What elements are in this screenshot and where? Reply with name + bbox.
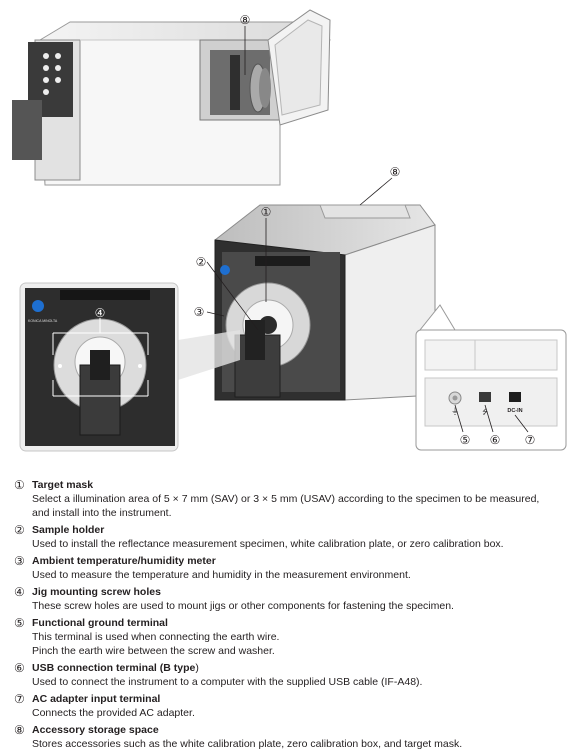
legend-description: Connects the provided AC adapter. [32, 707, 195, 719]
device-top-view: ⑧ [12, 9, 331, 186]
legend-item-temp-humidity-meter: ③ Ambient temperature/humidity meter Use… [14, 554, 574, 582]
rear-terminals-inset: ⏚ ⭍ DC-IN ⑤ ⑥ ⑦ [415, 304, 567, 451]
legend-number: ② [14, 523, 25, 537]
front-closeup-inset: KONICA MINOLTA ④ [19, 282, 240, 452]
legend-item-accessory-storage: ⑧ Accessory storage space Stores accesso… [14, 723, 574, 751]
legend-number: ⑤ [14, 616, 25, 630]
legend-description: and install into the instrument. [32, 507, 172, 519]
legend-description: Used to install the reflectance measurem… [32, 538, 504, 550]
legend-number: ⑥ [14, 661, 25, 675]
legend-title: Target mask [32, 479, 94, 491]
legend-number: ① [14, 478, 25, 492]
legend-number: ⑦ [14, 692, 25, 706]
callout-8-main: ⑧ [390, 165, 401, 179]
legend-title: Jig mounting screw holes [32, 586, 161, 598]
legend-description: This terminal is used when connecting th… [32, 631, 280, 643]
legend-title: Ambient temperature/humidity meter [32, 555, 216, 567]
callout-7: ⑦ [525, 433, 536, 447]
legend-item-usb-terminal: ⑥ USB connection terminal (B type) Used … [14, 661, 574, 689]
callout-1: ① [261, 205, 272, 219]
instrument-illustration: ⑧ ① ② ③ ⑧ KONICA MINOLTA [12, 9, 567, 452]
legend-description: Used to measure the temperature and humi… [32, 569, 411, 581]
callout-3: ③ [194, 305, 205, 319]
legend-title: AC adapter input terminal [32, 693, 161, 705]
legend-title: USB connection terminal (B type) [32, 662, 199, 674]
legend-item-target-mask: ① Target mask Select a illumination area… [14, 478, 574, 520]
legend-description: Stores accessories such as the white cal… [32, 738, 463, 750]
callout-4: ④ [95, 306, 106, 320]
legend-description: Select a illumination area of 5 × 7 mm (… [32, 493, 540, 505]
ground-symbol-icon: ⏚ [451, 407, 459, 416]
legend-description: These screw holes are used to mount jigs… [32, 600, 454, 612]
usb-symbol-icon: ⭍ [482, 408, 488, 416]
legend-item-ac-adapter-terminal: ⑦ AC adapter input terminal Connects the… [14, 692, 574, 720]
dc-in-label: DC-IN [507, 408, 522, 414]
callout-6: ⑥ [490, 433, 501, 447]
legend-item-jig-screw-holes: ④ Jig mounting screw holes These screw h… [14, 585, 574, 613]
legend-item-ground-terminal: ⑤ Functional ground terminal This termin… [14, 616, 574, 658]
legend-number: ④ [14, 585, 25, 599]
legend-item-sample-holder: ② Sample holder Used to install the refl… [14, 523, 574, 551]
legend-title: Accessory storage space [32, 724, 159, 736]
brand-label: KONICA MINOLTA [28, 319, 58, 323]
parts-legend: ① Target mask Select a illumination area… [14, 478, 574, 754]
callout-5: ⑤ [460, 433, 471, 447]
legend-title: Sample holder [32, 524, 105, 536]
callout-8-top: ⑧ [240, 13, 251, 27]
callout-2: ② [196, 255, 207, 269]
legend-title: Functional ground terminal [32, 617, 168, 629]
legend-number: ③ [14, 554, 25, 568]
legend-description: Pinch the earth wire between the screw a… [32, 645, 275, 657]
legend-description: Used to connect the instrument to a comp… [32, 676, 423, 688]
device-main-view: ① ② ③ ⑧ [194, 165, 436, 401]
legend-number: ⑧ [14, 723, 25, 737]
